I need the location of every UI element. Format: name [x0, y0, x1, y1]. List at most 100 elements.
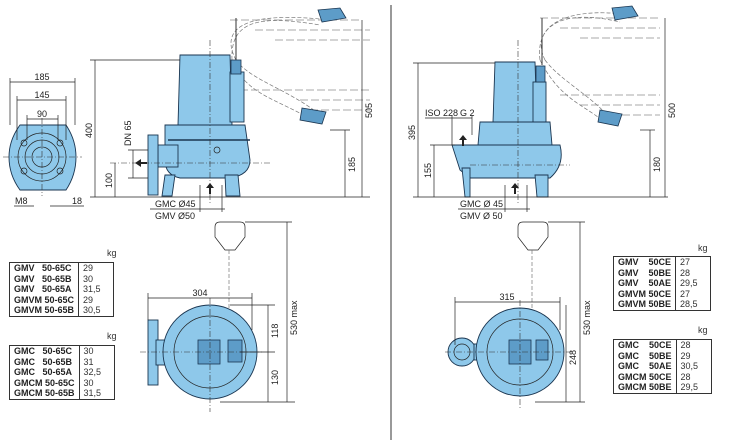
model-name: GMVM 50-65B	[14, 305, 75, 315]
model-name: GMC 50-65C	[14, 346, 73, 356]
weight-value: 28	[675, 371, 712, 382]
dim-100: 100	[104, 173, 114, 188]
model-name: GMC 50-65A	[14, 367, 73, 377]
table-row: GMC 50-65B 31	[10, 356, 115, 367]
weight-value: 30	[78, 377, 115, 388]
weight-table-gmv: GMV 50-65C 29 GMV 50-65B 30 GMV 50-65A 31,5…	[9, 262, 115, 317]
model-name: GMC 50CE	[618, 340, 672, 350]
dim-500: 500	[667, 103, 677, 118]
weight-value: 30,5	[675, 361, 712, 372]
weight-value: 28,5	[675, 299, 711, 310]
dim-gmv-50: GMV Ø50	[155, 211, 195, 221]
model-name: GMVM 50BE	[618, 299, 672, 309]
weight-value: 29	[78, 294, 114, 305]
weight-value: 30	[78, 345, 115, 357]
weight-value: 30,5	[78, 305, 114, 316]
weight-value: 32,5	[78, 367, 115, 378]
dim-18: 18	[72, 196, 82, 206]
pump-side-elevation: 400 DN 65 100 505 185 GMC Ø45 GMV Ø50	[84, 7, 374, 221]
model-name: GMCM 50CE	[618, 371, 672, 382]
weight-unit-label: kg	[698, 325, 708, 335]
model-name: GMCM 50BE	[618, 382, 672, 392]
dim-m8: M8	[15, 196, 28, 206]
dim-gmv-50-right: GMV Ø 50	[460, 211, 503, 221]
weight-value: 31,5	[78, 284, 114, 295]
dim-gmc-45-right: GMC Ø 45	[460, 199, 503, 209]
model-name: GMC 50-65B	[14, 356, 73, 367]
dim-248: 248	[568, 350, 578, 365]
pump-side-elevation-right: 395 ISO 228 G 2 155 500 180 GMC Ø 45 GMV…	[407, 5, 677, 221]
model-name: GMV 50AE	[618, 278, 672, 288]
model-name: GMV 50-65A	[14, 284, 72, 294]
model-name: GMC 50AE	[618, 361, 672, 371]
dim-g2: G 2	[460, 108, 475, 118]
weight-table-gmc: GMC 50-65C 30 GMC 50-65B 31 GMC 50-65A 32,5…	[9, 345, 115, 400]
dim-90: 90	[37, 109, 47, 119]
table-row: GMV 50-65B 30	[10, 273, 114, 284]
dim-304: 304	[192, 288, 207, 298]
dim-118: 118	[270, 324, 280, 338]
weight-unit-label: kg	[698, 243, 708, 253]
flange-front-view: 185 145 90 M8 18	[3, 72, 84, 207]
dim-315: 315	[499, 292, 514, 302]
model-name: GMCM 50-65C	[14, 377, 75, 388]
weight-value: 28	[675, 339, 712, 351]
table-row: GMC 50-65C 30	[10, 345, 115, 357]
dim-180: 180	[652, 157, 662, 172]
dim-530-max-right: 530 max	[582, 300, 592, 335]
model-name: GMV 50-65B	[14, 273, 72, 284]
weight-value: 31,5	[78, 388, 115, 399]
table-row: GMV 50-65A 31,5	[10, 284, 114, 295]
dim-185-height: 185	[347, 157, 357, 172]
weight-value: 29,5	[675, 278, 711, 289]
model-name: GMV 50BE	[618, 267, 672, 278]
weight-value: 29,5	[675, 382, 712, 393]
dim-145: 145	[34, 90, 49, 100]
dim-505: 505	[364, 103, 374, 118]
model-name: GMVM 50CE	[618, 288, 672, 299]
weight-unit-label: kg	[107, 331, 117, 341]
dim-gmc-45: GMC Ø45	[155, 199, 196, 209]
model-name: GMV 50CE	[618, 257, 672, 267]
model-name: GMV 50-65C	[14, 263, 72, 273]
dim-dn65: DN 65	[123, 120, 133, 146]
table-row: GMV 50-65C 29	[10, 262, 114, 274]
weight-value: 27	[675, 256, 711, 268]
dim-iso-228: ISO 228	[425, 108, 458, 118]
dim-155: 155	[423, 163, 433, 178]
dim-395: 395	[407, 125, 417, 140]
table-row: GMC 50-65A 32,5	[10, 367, 115, 378]
weight-value: 29	[675, 350, 712, 361]
pump-plan-view: 304 530 max 118 130	[140, 221, 299, 412]
weight-value: 29	[78, 262, 114, 274]
pump-plan-view-right: 315 530 max 248	[445, 221, 592, 410]
model-name: GMC 50BE	[618, 350, 672, 361]
weight-value: 30	[78, 273, 114, 284]
dim-530-max: 530 max	[289, 300, 299, 335]
weight-unit-label: kg	[107, 248, 117, 258]
weight-value: 31	[78, 356, 115, 367]
model-name: GMVM 50-65C	[14, 294, 75, 305]
dim-185: 185	[34, 72, 49, 82]
dim-400: 400	[84, 123, 94, 138]
weight-value: 28	[675, 267, 711, 278]
weight-value: 27	[675, 288, 711, 299]
model-name: GMCM 50-65B	[14, 388, 75, 398]
